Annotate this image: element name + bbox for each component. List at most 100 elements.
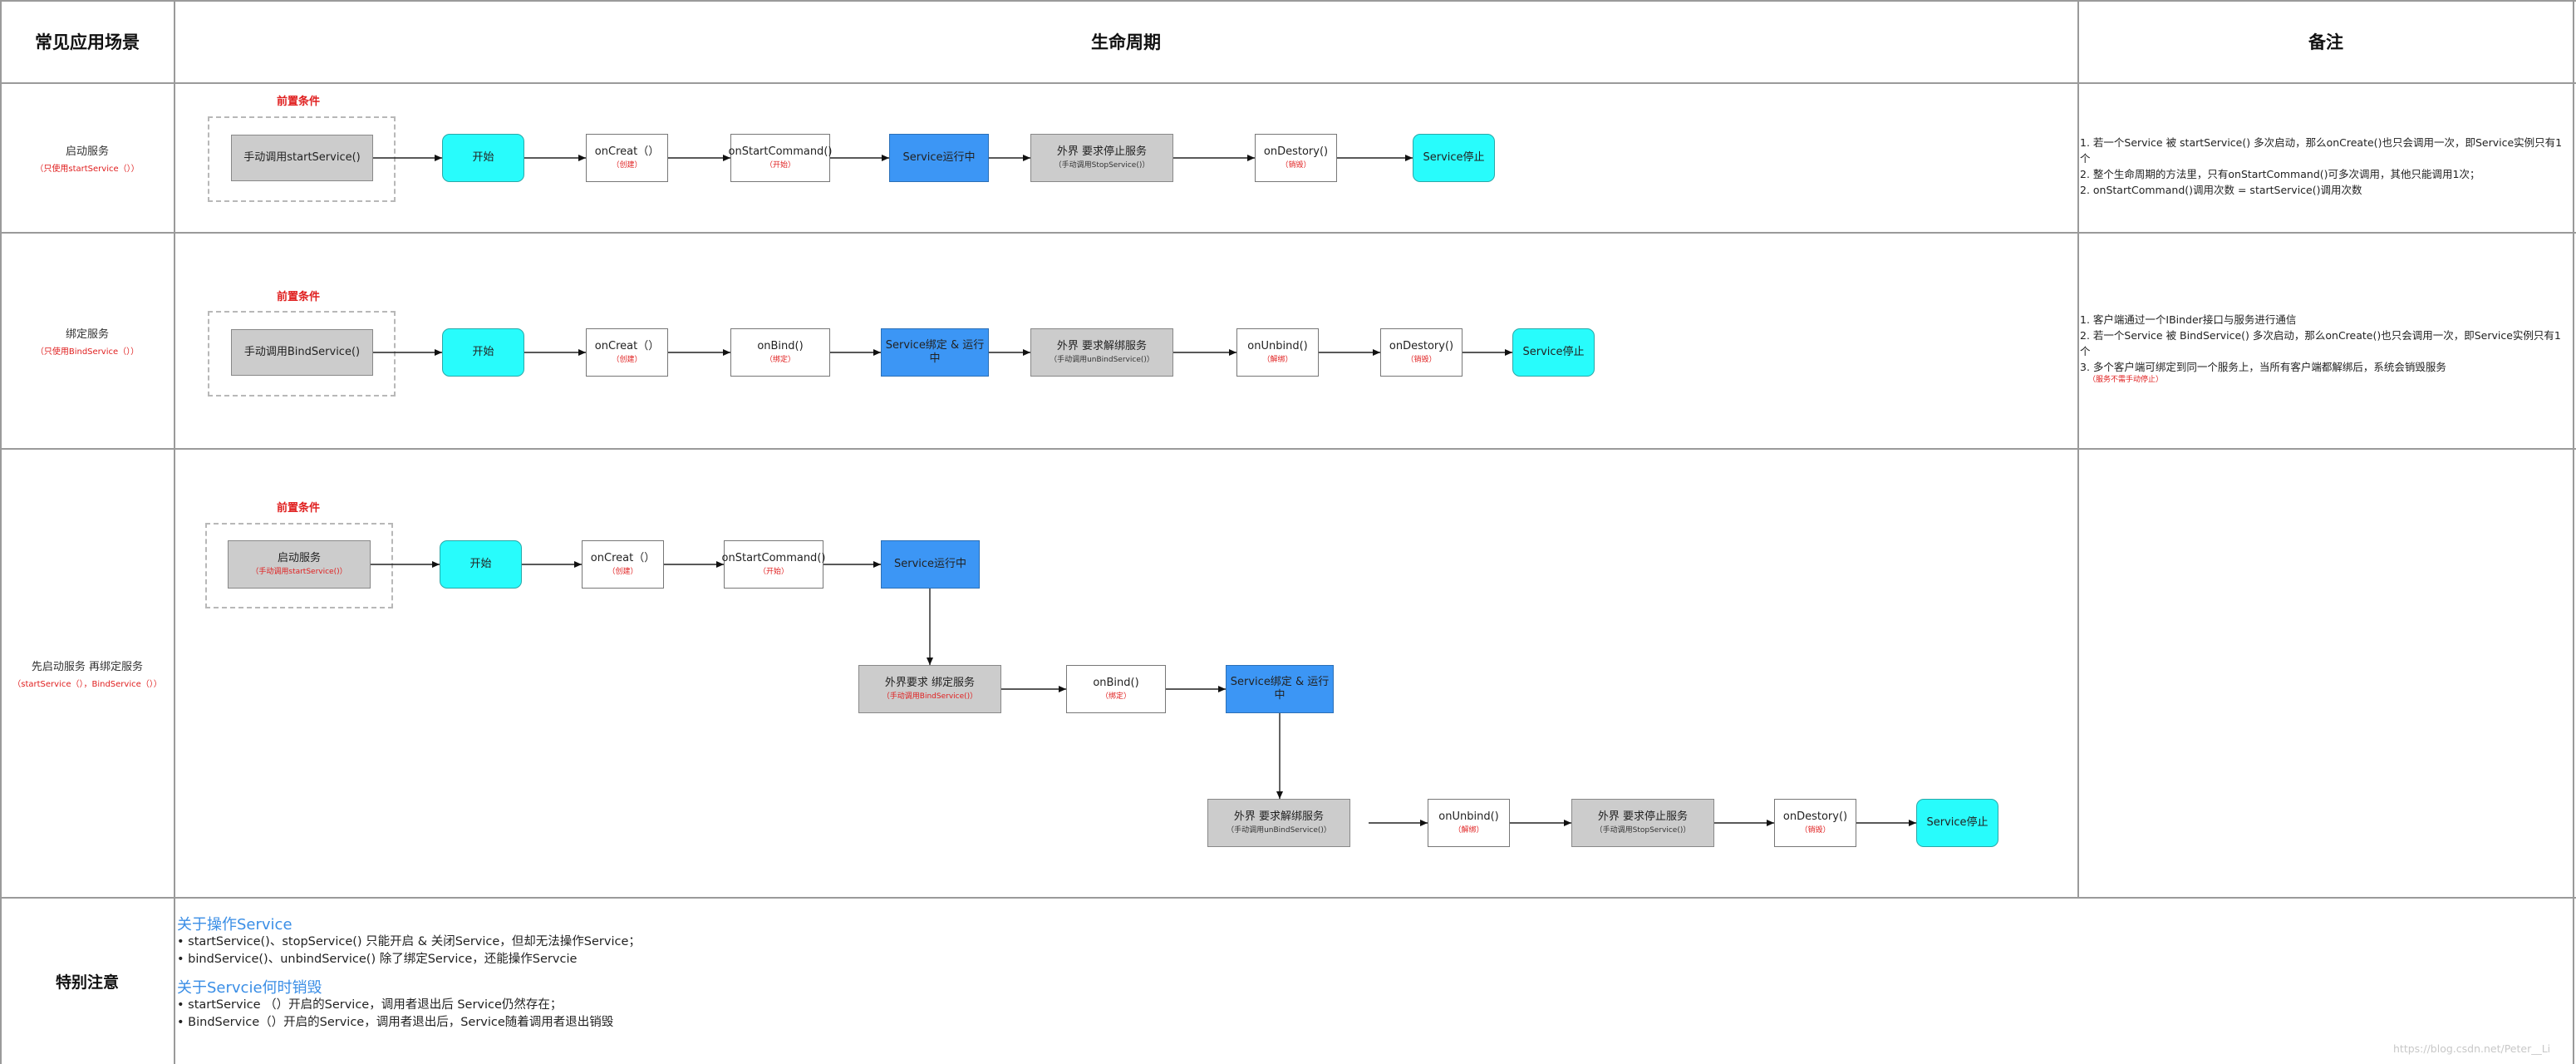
- box-label: 外界 要求停止服务: [1056, 145, 1148, 159]
- scene-bind-service: 绑定服务 （只使用BindService（））: [0, 233, 175, 449]
- scene-title: 启动服务: [65, 145, 109, 158]
- box-label: Service运行中: [893, 558, 967, 571]
- bind-request-box: 外界要求 绑定服务 （手动调用BindService()）: [858, 665, 1001, 713]
- onunbind-box: onUnbind() （解绑）: [1236, 328, 1319, 377]
- box-label: onStartCommand(): [728, 145, 833, 159]
- end-node: Service停止: [1916, 799, 1998, 847]
- box-sublabel: （开始）: [758, 567, 789, 576]
- stop-request-box: 外界 要求停止服务 （手动调用StopService()）: [1030, 134, 1173, 182]
- notes-bind-service: 1. 客户端通过一个IBinder接口与服务进行通信 2. 若一个Service…: [2080, 312, 2570, 386]
- box-sublabel: （手动调用unBindService()）: [1050, 355, 1154, 364]
- start-node: 开始: [442, 328, 524, 377]
- box-label: onCreat（）: [594, 340, 660, 353]
- box-label: 手动调用BindService(): [243, 346, 361, 359]
- box-label: Service停止: [1926, 816, 1989, 830]
- notes-line: • bindService()、unbindService() 除了绑定Serv…: [177, 953, 578, 966]
- notes-line: • startService （）开启的Service，调用者退出后 Servi…: [177, 998, 563, 1012]
- box-label: onUnbind(): [1247, 340, 1308, 353]
- oncreate-box: onCreat（） （创建）: [582, 540, 664, 589]
- header-notes: 备注: [2308, 32, 2343, 52]
- start-node: 开始: [440, 540, 522, 589]
- box-sublabel: （绑定）: [1100, 692, 1131, 701]
- box-sublabel: （解绑）: [1262, 355, 1293, 364]
- note-line: 3. 多个客户端可绑定到同一个服务上，当所有客户端都解绑后，系统会销毁服务: [2080, 361, 2446, 373]
- grid-line: [0, 82, 2576, 84]
- bound-running-box: Service绑定 & 运行中: [1226, 665, 1334, 713]
- ondestroy-box: onDestory() （销毁）: [1255, 134, 1337, 182]
- precondition-frame: [208, 311, 396, 397]
- running-box: Service运行中: [889, 134, 989, 182]
- box-sublabel: （手动调用startService()）: [251, 567, 347, 576]
- box-label: onDestory(): [1263, 145, 1329, 159]
- grid-line: [0, 0, 2, 1064]
- scene-title: 先启动服务 再绑定服务: [31, 661, 144, 673]
- box-sublabel: （销毁）: [1800, 825, 1831, 835]
- precondition-label: 前置条件: [277, 502, 321, 515]
- box-label: onUnbind(): [1438, 810, 1499, 824]
- box-label: onCreat（）: [594, 145, 660, 159]
- box-sublabel: （开始）: [764, 160, 795, 170]
- scene-title: 绑定服务: [65, 328, 109, 341]
- grid-line: [2077, 0, 2079, 898]
- ondestroy-box: onDestory() （销毁）: [1380, 328, 1463, 377]
- box-sublabel: （创建）: [607, 567, 638, 576]
- grid-line: [0, 448, 2576, 450]
- grid-line: [0, 232, 2576, 234]
- precondition-box: 启动服务 （手动调用startService()）: [228, 540, 371, 589]
- ondestroy-box: onDestory() （销毁）: [1774, 799, 1856, 847]
- box-label: Service绑定 & 运行中: [1230, 676, 1330, 702]
- scene-subtitle: （startService（），BindService（））: [12, 680, 162, 689]
- scene-subtitle: （只使用startService（））: [35, 165, 140, 174]
- box-sublabel: （销毁）: [1281, 160, 1311, 170]
- notes-heading: 关于Servcie何时销毁: [177, 979, 322, 997]
- precondition-label: 前置条件: [277, 291, 321, 303]
- precondition-label: 前置条件: [277, 96, 321, 108]
- box-label: 外界 要求解绑服务: [1233, 810, 1325, 824]
- oncreate-box: onCreat（） （创建）: [586, 328, 668, 377]
- header-scene: 常见应用场景: [35, 32, 140, 52]
- box-label: 开始: [472, 346, 494, 359]
- note-line: 2. 整个生命周期的方法里，只有onStartCommand()可多次调用，其他…: [2080, 168, 2480, 180]
- box-label: onStartCommand(): [721, 552, 826, 565]
- scene-start-then-bind: 先启动服务 再绑定服务 （startService（），BindService（…: [0, 449, 175, 898]
- box-label: 开始: [472, 151, 494, 165]
- grid-line: [0, 897, 2576, 899]
- grid-line: [2573, 0, 2574, 1064]
- box-label: 外界要求 绑定服务: [884, 677, 976, 690]
- precondition-box: 手动调用startService(): [231, 135, 373, 181]
- precondition-frame: [208, 116, 396, 202]
- notes-heading: 关于操作Service: [177, 916, 293, 933]
- box-label: 手动调用startService(): [243, 151, 361, 165]
- box-label: 外界 要求解绑服务: [1056, 340, 1148, 353]
- note-line: 1. 若一个Service 被 startService() 多次启动，那么on…: [2080, 136, 2563, 165]
- box-sublabel: （绑定）: [764, 355, 795, 364]
- bound-running-box: Service绑定 & 运行中: [881, 328, 989, 377]
- start-node: 开始: [442, 134, 524, 182]
- box-label: onCreat（）: [590, 552, 656, 565]
- precondition-frame: [205, 523, 393, 608]
- note-line: 2. onStartCommand()调用次数 = startService()…: [2080, 184, 2362, 196]
- onstartcommand-box: onStartCommand() （开始）: [728, 134, 833, 182]
- scene-start-service: 启动服务 （只使用startService（））: [0, 83, 175, 233]
- onstartcommand-box: onStartCommand() （开始）: [721, 540, 826, 589]
- box-sublabel: （手动调用StopService()）: [1595, 825, 1691, 835]
- unbind-request-box: 外界 要求解绑服务 （手动调用unBindService()）: [1030, 328, 1173, 377]
- scene-subtitle: （只使用BindService（））: [35, 347, 140, 357]
- note-line: （服务不需手动停止）: [2088, 376, 2164, 384]
- note-line: 1. 客户端通过一个IBinder接口与服务进行通信: [2080, 313, 2297, 326]
- box-label: 启动服务: [277, 552, 321, 565]
- box-label: 开始: [469, 558, 492, 571]
- box-label: Service绑定 & 运行中: [885, 339, 985, 365]
- special-notes-label: 特别注意: [55, 973, 119, 992]
- box-label: Service运行中: [902, 151, 976, 165]
- grid-line: [0, 0, 2576, 2]
- precondition-box: 手动调用BindService(): [231, 329, 373, 376]
- onbind-box: onBind() （绑定）: [1066, 665, 1166, 713]
- header-lifecycle: 生命周期: [1091, 32, 1161, 52]
- end-node: Service停止: [1413, 134, 1495, 182]
- box-label: Service停止: [1522, 346, 1585, 359]
- note-line: 2. 若一个Service 被 BindService() 多次启动，那么onC…: [2080, 329, 2561, 357]
- box-sublabel: （创建）: [612, 355, 642, 364]
